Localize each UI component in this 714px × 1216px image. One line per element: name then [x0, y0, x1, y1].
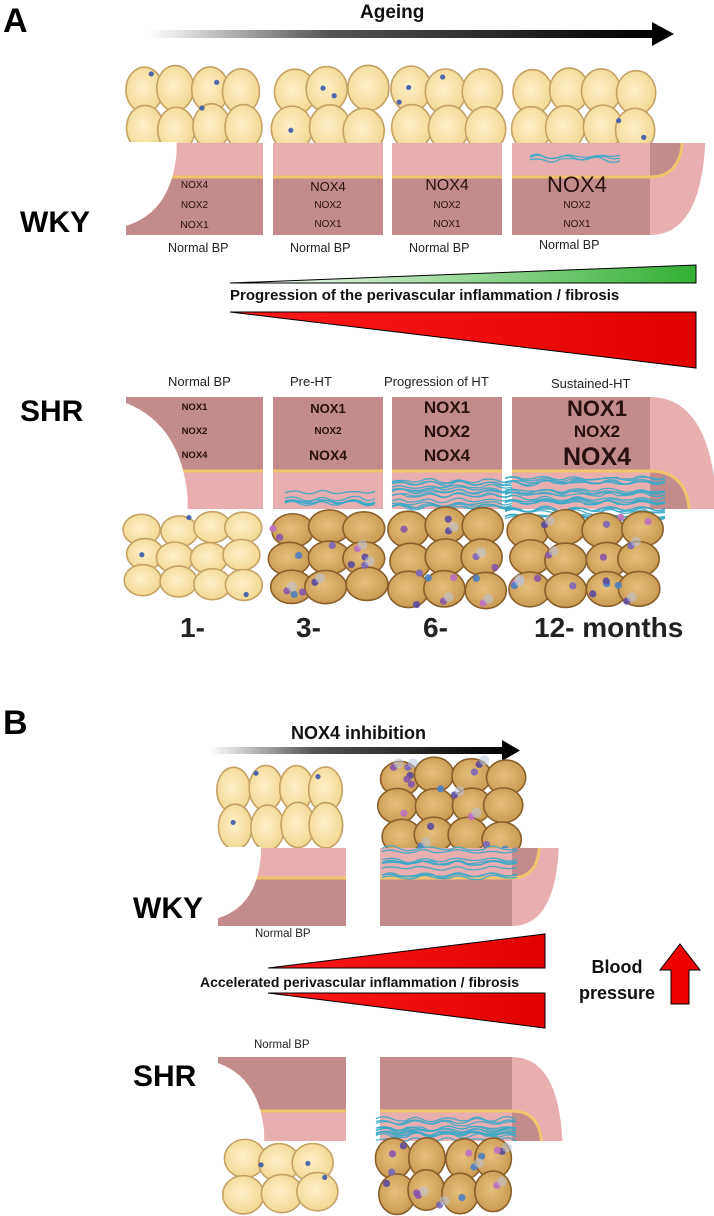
- b-wky-fibrosis: [381, 845, 518, 881]
- shr-stage-label-4: Sustained-HT: [551, 376, 631, 391]
- b-lower-red-wedge: [267, 992, 546, 1029]
- wky-fat-1: [125, 64, 263, 154]
- wky-nox2-2: NOX2: [314, 200, 342, 211]
- wky-nox1-2: NOX1: [314, 219, 342, 230]
- wky-vessel-2: [273, 143, 383, 235]
- wky-vessel-1: [126, 142, 263, 235]
- shr-vessel-3: [392, 397, 502, 509]
- progression-banner: Progression of the perivascular inflamma…: [230, 287, 620, 304]
- wky-vessel-4: [512, 142, 706, 235]
- b-wky-fat-inflamed: [376, 755, 527, 858]
- wky-nox2-1: NOX2: [180, 200, 209, 211]
- nox4-inhibition-arrow: [210, 740, 520, 761]
- b-shr-bp-label: Normal BP: [254, 1039, 310, 1051]
- b-wky-strain-label: WKY: [133, 892, 203, 925]
- shr-nox2-3: NOX2: [423, 422, 471, 441]
- wky-nox1-1: NOX1: [180, 219, 209, 231]
- ageing-arrow-title: Ageing: [360, 2, 425, 23]
- shr-strain-label: SHR: [20, 395, 84, 428]
- wky-nox1-3: NOX1: [433, 219, 461, 230]
- shr-vessel-1: [126, 397, 263, 510]
- b-upper-red-wedge: [267, 933, 546, 969]
- wky-nox4-4: NOX4: [547, 172, 607, 197]
- b-shr-fat-normal: [221, 1138, 339, 1215]
- shr-nox2-4: NOX2: [573, 422, 621, 441]
- wky-vessel-3: [392, 143, 502, 235]
- shr-fat-2: [267, 509, 389, 605]
- shr-nox4-1: NOX4: [181, 450, 208, 461]
- up-arrow-icon: [658, 943, 702, 1005]
- wky-fat-3: [390, 65, 507, 153]
- shr-nox4-3: NOX4: [423, 446, 471, 465]
- b-shr-fat-inflamed: [374, 1137, 513, 1216]
- wky-bp-label-2: Normal BP: [290, 241, 351, 255]
- green-progression-wedge: [229, 264, 697, 284]
- shr-fibrosis-3: [391, 477, 513, 511]
- wky-nox4-1: NOX4: [180, 180, 209, 191]
- b-wky-vessel-normal: [218, 847, 346, 926]
- red-progression-wedge: [229, 311, 697, 369]
- b-shr-vessel-inflamed: [380, 1057, 563, 1142]
- shr-nox4-4: NOX4: [562, 443, 632, 471]
- accelerated-banner: Accelerated perivascular inflammation / …: [200, 974, 520, 990]
- month-label-12: 12- months: [534, 612, 684, 643]
- shr-nox2-1: NOX2: [181, 426, 208, 437]
- shr-nox4-2: NOX4: [308, 447, 348, 463]
- wky-bp-label-3: Normal BP: [409, 241, 470, 255]
- wky-bp-label-1: Normal BP: [168, 241, 229, 255]
- shr-stage-label-3: Progression of HT: [384, 374, 489, 389]
- wky-fat-2: [270, 64, 390, 155]
- wky-nox1-4: NOX1: [563, 219, 591, 230]
- shr-nox1-3: NOX1: [423, 398, 471, 417]
- b-wky-fat-normal: [216, 764, 344, 852]
- month-label-3: 3-: [296, 612, 321, 643]
- shr-nox1-2: NOX1: [310, 401, 346, 416]
- b-shr-vessel-normal: [218, 1057, 346, 1142]
- b-shr-strain-label: SHR: [133, 1060, 197, 1093]
- shr-stage-label-2: Pre-HT: [290, 374, 332, 389]
- shr-fibrosis-4: [504, 475, 666, 522]
- nox4-inhibition-title: NOX4 inhibition: [291, 723, 426, 743]
- wky-nox2-3: NOX2: [433, 200, 461, 211]
- wky-nox4-2: NOX4: [310, 179, 346, 194]
- shr-stage-label-1: Normal BP: [168, 374, 231, 389]
- shr-nox1-1: NOX1: [181, 402, 208, 413]
- wky-fibrosis-4: [529, 153, 621, 163]
- wky-strain-label: WKY: [20, 206, 90, 239]
- wky-nox4-3: NOX4: [425, 177, 469, 194]
- wky-fat-4: [510, 67, 657, 154]
- shr-fibrosis-2: [284, 489, 376, 507]
- shr-fat-4: [506, 508, 664, 609]
- shr-fat-3: [387, 506, 508, 610]
- b-wky-bp-label: Normal BP: [255, 928, 311, 940]
- shr-fat-1: [122, 510, 264, 602]
- ageing-arrow: [150, 22, 674, 46]
- wky-nox2-4: NOX2: [563, 200, 591, 211]
- month-label-1: 1-: [180, 612, 205, 643]
- blood-pressure-label: Blood pressure: [579, 957, 656, 1003]
- wky-bp-label-4: Normal BP: [539, 238, 600, 252]
- shr-nox2-2: NOX2: [314, 426, 342, 437]
- shr-nox1-4: NOX1: [567, 396, 627, 421]
- month-label-6: 6-: [423, 612, 448, 643]
- panel-a-label: A: [3, 2, 28, 40]
- panel-b-label: B: [3, 704, 28, 742]
